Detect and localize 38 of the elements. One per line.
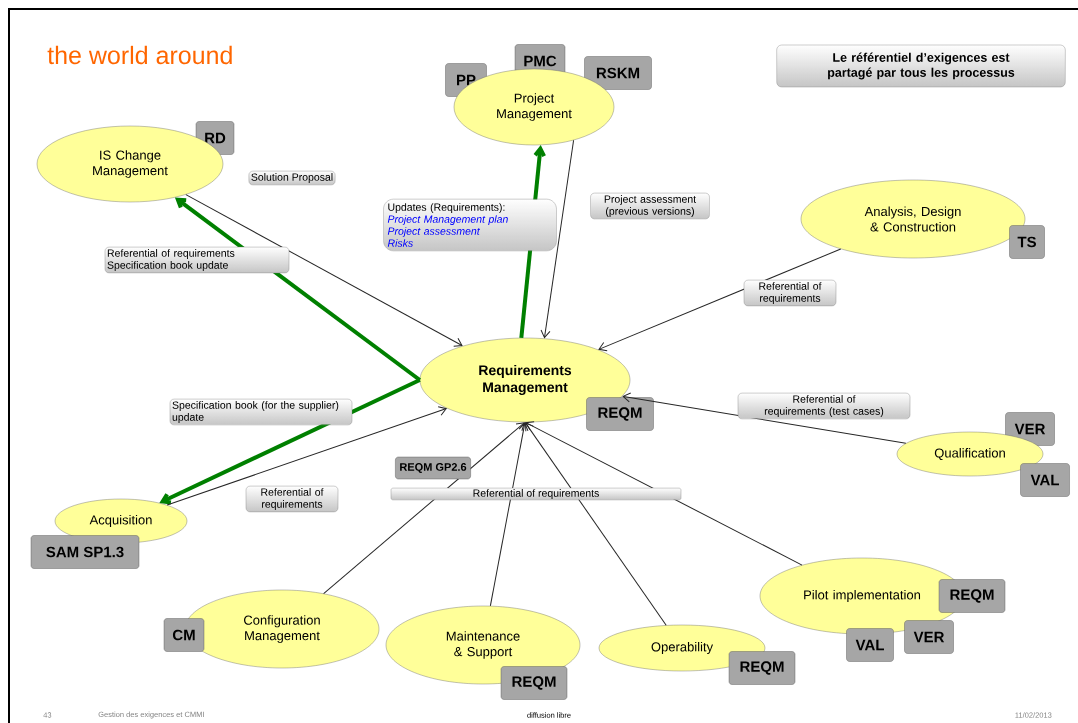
arrow [166,406,447,506]
label: Risks [387,239,413,247]
label: Project assessment [387,227,481,237]
edge-label: Referential of requirements [743,279,837,307]
arrow [489,422,529,607]
note-box: Le référentiel d’exigences est partagé par tous les processus [776,44,1066,88]
process-tag: VAL [1020,463,1070,497]
title: the world around [47,45,232,65]
edge-label: Solution Proposal [248,170,336,186]
process-tag: REQM [938,579,1006,613]
arrow [323,422,525,595]
arrow [525,421,803,566]
edge-label: Referential of requirements [390,487,682,501]
process-tag: VAL [846,628,894,662]
arrow [185,194,463,347]
process-tag: TS [1009,225,1045,259]
process-tag: CM [163,618,205,652]
arrow [174,197,421,382]
process-tag: SAM SP1.3 [30,535,140,569]
arrow [525,422,667,626]
process-tag: REQM [586,397,654,431]
process-tag: VER [904,620,954,654]
process-tag: RSKM [584,56,652,90]
process-tag: REQM [500,666,568,700]
edge-label: Referential of requirements (test cases) [737,392,911,420]
edge-label: Project assessment (previous versions) [590,192,710,220]
arrow [540,139,575,339]
arrow [622,392,907,444]
edge-label: Referential of requirements Specification book update [104,246,290,274]
process-tag: REQM [728,651,796,685]
arrow [598,248,842,352]
label: Project Management plan [387,215,508,225]
edge-label: REQM GP2.6 [395,456,471,480]
edge-label: Specification book (for the supplier) update [169,398,353,426]
edge-label: Updates (Requirements): [388,203,505,213]
arrow [159,378,421,505]
edge-label: Referential of requirements [245,485,339,513]
edge-label: Updates (Requirements): Project Management plan Project assessment Risks [383,198,557,252]
